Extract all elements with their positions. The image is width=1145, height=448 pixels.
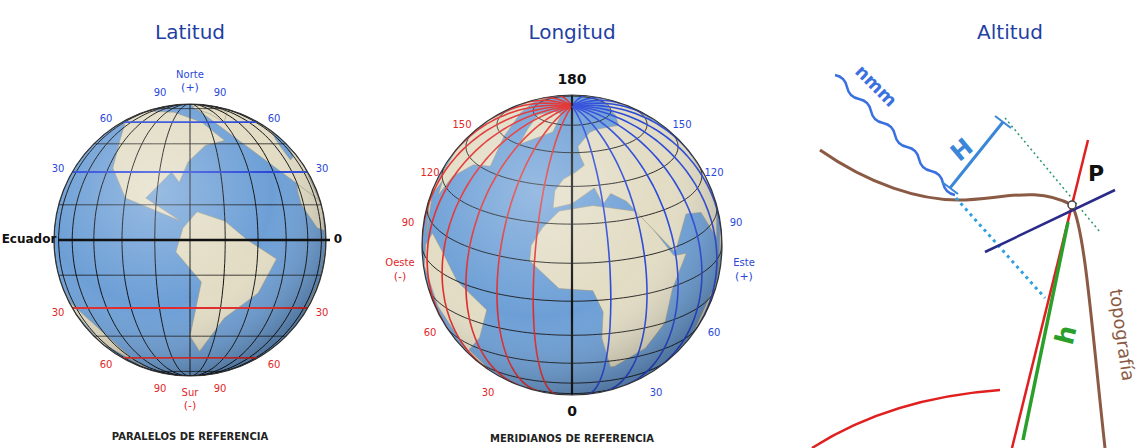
point-label: P [1088, 162, 1104, 186]
degree-label: 150 [452, 119, 471, 130]
degree-label: 90 [402, 217, 415, 228]
globe-ocean [422, 95, 722, 395]
height-label: H [946, 133, 978, 166]
degree-label: 90 [154, 383, 167, 394]
degree-label: 180 [557, 72, 586, 87]
degree-label: 0 [334, 233, 342, 246]
ellipsoid-normal [1012, 140, 1088, 448]
point-marker [1068, 201, 1076, 209]
sign-label: (-) [184, 400, 197, 412]
degree-label: 0 [567, 404, 577, 419]
height-label: h [1050, 323, 1082, 348]
degree-label: 30 [650, 387, 663, 398]
hemisphere-label: Oeste [385, 257, 414, 268]
altitude-sketch [812, 75, 1115, 448]
topography-label: topografía [1106, 288, 1139, 383]
degree-label: 60 [424, 327, 437, 338]
degree-label: 90 [214, 383, 227, 394]
degree-label: 90 [214, 87, 227, 98]
degree-label: 30 [52, 163, 65, 174]
degree-label: 90 [730, 217, 743, 228]
equator-label: Ecuador [2, 233, 57, 246]
geoid-label: nmm [851, 61, 901, 111]
figure-caption: MERIDIANOS DE REFERENCIA [490, 433, 654, 444]
longitude-globe [422, 95, 722, 395]
latitude-globe [54, 104, 330, 376]
degree-label: 60 [100, 359, 113, 370]
degree-label: 30 [316, 163, 329, 174]
sign-label: (+) [735, 271, 753, 283]
degree-label: 30 [52, 307, 65, 318]
hemisphere-label: Norte [176, 69, 204, 80]
degree-label: 30 [316, 307, 329, 318]
panel-heading: Latitud [155, 21, 225, 43]
height-tick [942, 182, 958, 194]
sign-label: (-) [394, 271, 407, 283]
degree-label: 90 [154, 87, 167, 98]
degree-label: 60 [268, 113, 281, 124]
geoid-normal [956, 198, 1045, 298]
figure-caption: PARALELOS DE REFERENCIA [112, 431, 269, 442]
ellipsoid-curve [812, 390, 1000, 448]
globe-rim [422, 95, 722, 395]
hemisphere-label: Sur [182, 387, 199, 398]
panel-heading: Longitud [528, 21, 615, 43]
globe-grid [422, 95, 722, 395]
hemisphere-label: Este [733, 257, 755, 268]
tangent-line [1005, 118, 1100, 232]
degree-label: 30 [482, 387, 495, 398]
degree-label: 120 [704, 167, 723, 178]
degree-label: 120 [420, 167, 439, 178]
degree-label: 60 [708, 327, 721, 338]
degree-label: 60 [100, 113, 113, 124]
equator-line [58, 239, 330, 242]
degree-label: 60 [268, 359, 281, 370]
degree-label: 150 [672, 119, 691, 130]
reference-line [985, 190, 1115, 252]
sign-label: (+) [181, 82, 199, 94]
topography-curve [820, 150, 1105, 448]
panel-heading: Altitud [977, 21, 1043, 43]
